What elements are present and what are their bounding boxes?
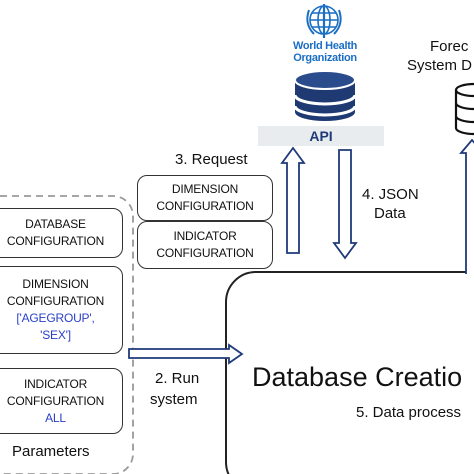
param-database-line2: CONFIGURATION [6,234,105,248]
param-dimension-line4: 'SEX'] [40,328,71,342]
param-dimension-line2: CONFIGURATION [6,294,105,308]
param-dimension-line1: DIMENSION [22,277,89,291]
forecast-line1: Forec [430,38,469,55]
who-name: World Health Organization [282,40,368,64]
dimension-config-box: DIMENSION CONFIGURATION [137,175,273,221]
param-database-box: DATABASE CONFIGURATION [0,208,123,258]
run-label-line1: 2. Run [155,370,200,387]
who-name-line1: World Health [292,40,358,52]
dimension-config-line2: CONFIGURATION [156,199,254,213]
database-creation-title: Database Creatio [252,362,463,392]
api-banner [258,126,384,146]
json-label-line1: 4. JSON [362,186,419,203]
api-label: API [309,128,333,144]
indicator-config-line1: INDICATOR [173,229,237,243]
request-arrow [280,146,306,254]
forecast-arrow [459,138,474,274]
param-dimension-box: DIMENSION CONFIGURATION ['AGEGROUP', 'SE… [0,266,123,354]
api-database-icon [293,70,357,121]
json-data-arrow [332,149,358,260]
param-indicator-line3: ALL [45,410,66,425]
param-database-line1: DATABASE [25,217,86,231]
forecast-database-icon [454,82,474,136]
data-process-label: 5. Data process [356,404,462,421]
parameters-label: Parameters [12,443,90,460]
indicator-config-line2: CONFIGURATION [156,246,254,260]
param-indicator-line2: CONFIGURATION [6,393,105,408]
forecast-line2: System D [407,57,473,74]
who-emblem-icon [306,4,342,38]
who-name-line2: Organization [293,52,357,64]
param-indicator-line1: INDICATOR [23,376,88,391]
run-system-arrow [128,343,244,365]
param-indicator-box: INDICATOR CONFIGURATION ALL [0,368,123,434]
run-label-line2: system [150,391,198,408]
request-label: 3. Request [175,151,248,168]
dimension-config-line1: DIMENSION [171,182,239,196]
indicator-config-box: INDICATOR CONFIGURATION [137,221,273,269]
json-label-line2: Data [374,205,406,222]
param-dimension-line3: ['AGEGROUP', [16,311,95,325]
database-creation-box [225,271,474,474]
